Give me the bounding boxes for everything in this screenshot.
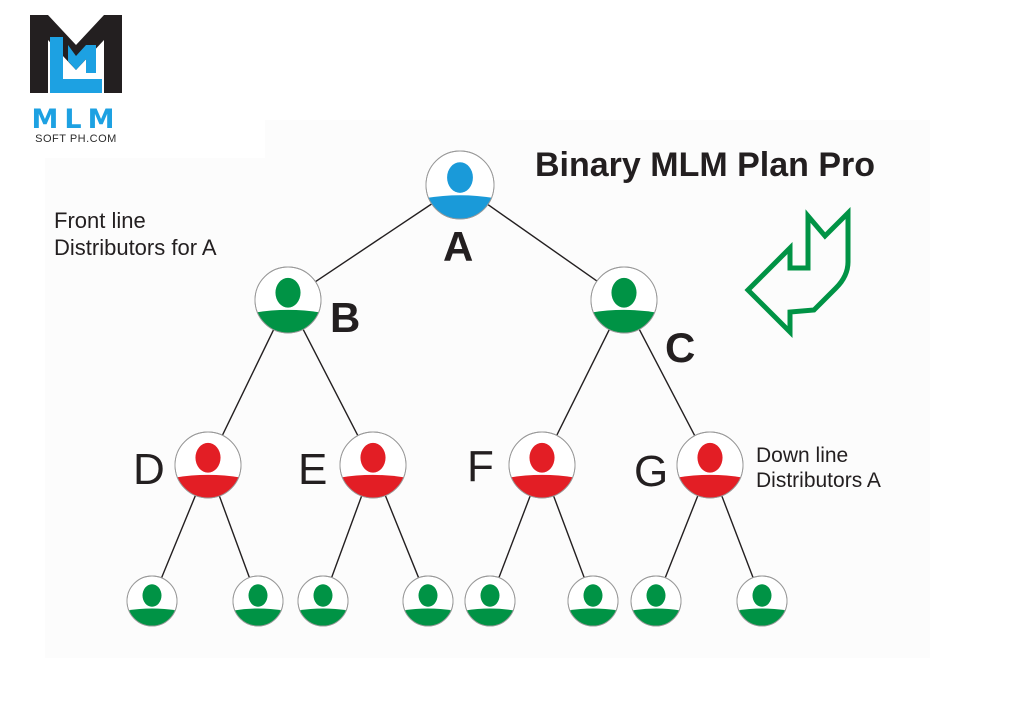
person-head bbox=[752, 584, 772, 607]
edge-A-C bbox=[485, 202, 598, 282]
node-leaf-5 bbox=[464, 575, 516, 627]
edge-E-leaf-3 bbox=[330, 493, 364, 578]
down-line-annotation: Down line Distributors A bbox=[756, 443, 881, 493]
edge-C-F bbox=[556, 326, 612, 436]
person-head bbox=[275, 277, 301, 308]
person-body bbox=[298, 608, 348, 626]
person-head bbox=[195, 442, 221, 473]
person-body bbox=[737, 608, 787, 626]
node-label-E: E bbox=[298, 445, 328, 494]
tree-edges bbox=[160, 201, 754, 579]
person-body bbox=[568, 608, 618, 626]
node-label-B: B bbox=[330, 294, 361, 341]
curved-return-arrow-icon bbox=[744, 206, 851, 339]
down-line-annotation-line1: Down line bbox=[756, 444, 849, 467]
edge-A-B bbox=[315, 201, 435, 283]
edge-D-leaf-1 bbox=[160, 492, 198, 579]
person-body bbox=[426, 195, 494, 219]
edge-G-leaf-7 bbox=[664, 492, 700, 579]
front-line-annotation-line1: Front line bbox=[54, 208, 146, 233]
person-head bbox=[447, 162, 473, 193]
background-panel-top bbox=[265, 120, 930, 160]
logo-subtitle: SOFT PH.COM bbox=[35, 133, 117, 145]
person-body bbox=[631, 608, 681, 626]
node-E bbox=[339, 431, 407, 499]
node-label-C: C bbox=[665, 324, 696, 371]
edge-D-leaf-2 bbox=[217, 493, 251, 578]
person-body bbox=[509, 474, 575, 498]
edge-C-G bbox=[637, 326, 696, 437]
person-body bbox=[127, 608, 177, 626]
person-body bbox=[255, 309, 321, 333]
person-body bbox=[233, 608, 283, 626]
node-leaf-3 bbox=[297, 575, 349, 627]
person-head bbox=[697, 442, 723, 473]
front-line-annotation: Front line Distributors for A bbox=[54, 207, 217, 261]
edge-F-leaf-5 bbox=[498, 493, 532, 578]
node-leaf-7 bbox=[630, 575, 682, 627]
node-F bbox=[508, 431, 576, 499]
person-head bbox=[611, 277, 637, 308]
edge-B-D bbox=[221, 327, 276, 436]
node-leaf-2 bbox=[232, 575, 284, 627]
person-head bbox=[583, 584, 603, 607]
node-leaf-4 bbox=[402, 575, 454, 627]
front-line-annotation-line2: Distributors for A bbox=[54, 235, 217, 260]
mlm-logo: MLM SOFT PH.COM bbox=[30, 15, 122, 145]
person-body bbox=[591, 309, 657, 333]
node-leaf-1 bbox=[126, 575, 178, 627]
node-G bbox=[676, 431, 744, 499]
node-label-G: G bbox=[634, 447, 669, 496]
person-head bbox=[646, 584, 666, 607]
person-body bbox=[403, 608, 453, 626]
person-head bbox=[248, 584, 268, 607]
person-head bbox=[480, 584, 500, 607]
node-label-F: F bbox=[467, 442, 494, 491]
edge-F-leaf-6 bbox=[552, 493, 585, 578]
diagram-title: Binary MLM Plan Pro bbox=[535, 146, 876, 184]
person-body bbox=[340, 474, 406, 498]
down-line-annotation-line2: Distributors A bbox=[756, 469, 881, 492]
node-B bbox=[254, 266, 322, 334]
person-head bbox=[142, 584, 162, 607]
edge-G-leaf-8 bbox=[720, 493, 754, 578]
node-label-A: A bbox=[443, 223, 474, 270]
person-head bbox=[360, 442, 386, 473]
edge-B-E bbox=[301, 326, 359, 436]
logo-text: MLM bbox=[31, 104, 121, 135]
person-body bbox=[175, 474, 241, 498]
node-leaf-8 bbox=[736, 575, 788, 627]
person-head bbox=[529, 442, 555, 473]
edge-E-leaf-4 bbox=[383, 492, 420, 579]
background-panel bbox=[45, 158, 930, 658]
person-body bbox=[465, 608, 515, 626]
node-label-D: D bbox=[133, 445, 165, 494]
person-head bbox=[313, 584, 333, 607]
node-leaf-6 bbox=[567, 575, 619, 627]
person-head bbox=[418, 584, 438, 607]
person-body bbox=[677, 474, 743, 498]
node-A bbox=[425, 150, 495, 220]
logo-mark-icon bbox=[30, 15, 122, 93]
node-D bbox=[174, 431, 242, 499]
node-C bbox=[590, 266, 658, 334]
